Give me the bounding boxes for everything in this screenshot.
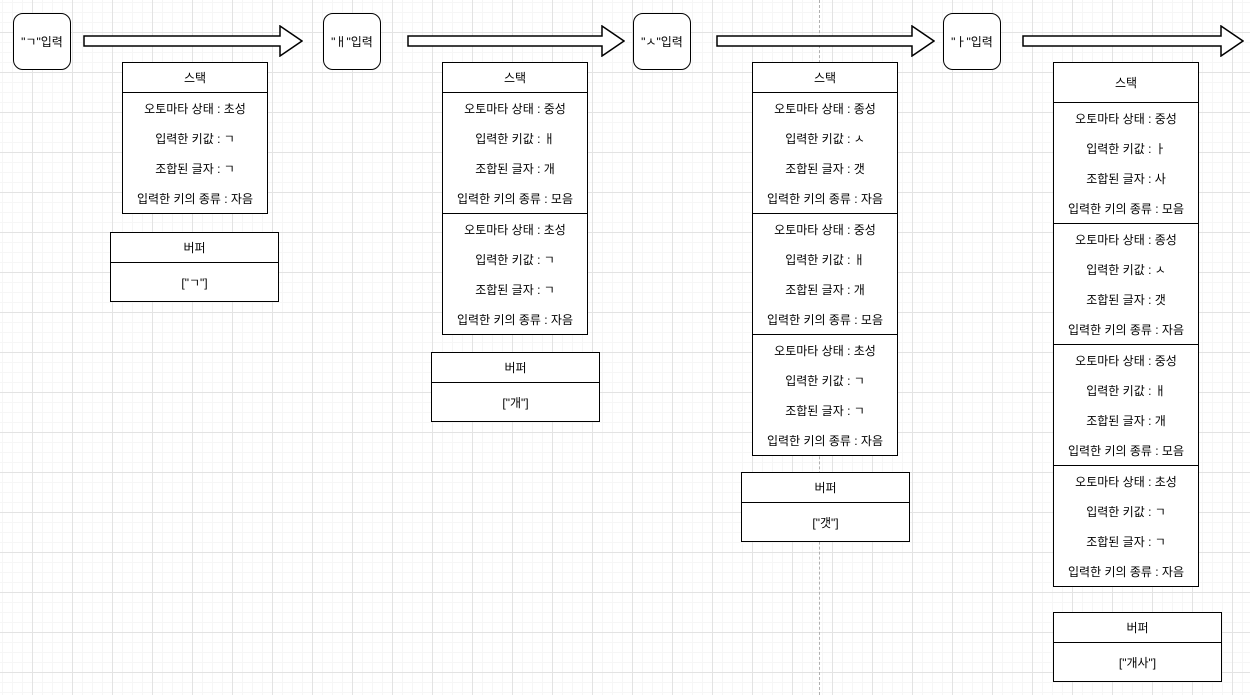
- stack-row: 입력한 키값 : ㅐ: [785, 252, 865, 267]
- stack-frame: 오토마타 상태 : 중성 입력한 키값 : ㅐ 조합된 글자 : 개 입력한 키…: [1054, 345, 1198, 466]
- buffer-title: 버퍼: [1054, 613, 1221, 643]
- stack-frame: 오토마타 상태 : 종성 입력한 키값 : ㅅ 조합된 글자 : 갯 입력한 키…: [1054, 224, 1198, 345]
- stack-row: 입력한 키값 : ㅐ: [1086, 383, 1166, 398]
- stack-row: 입력한 키값 : ㄱ: [155, 131, 235, 146]
- stack-box-3[interactable]: 스택 오토마타 상태 : 종성 입력한 키값 : ㅅ 조합된 글자 : 갯 입력…: [752, 62, 898, 456]
- flow-arrow-2[interactable]: [407, 25, 625, 57]
- stack-row: 입력한 키값 : ㄱ: [785, 373, 865, 388]
- stack-row: 입력한 키값 : ㅐ: [475, 131, 555, 146]
- stack-row: 조합된 글자 : ㄱ: [155, 161, 235, 176]
- stack-row: 입력한 키의 종류 : 자음: [766, 191, 884, 206]
- stack-row: 입력한 키의 종류 : 자음: [766, 433, 884, 448]
- stack-row: 입력한 키의 종류 : 모음: [456, 191, 574, 206]
- stack-row: 조합된 글자 : 갯: [1086, 292, 1166, 307]
- stack-row: 조합된 글자 : 갯: [785, 161, 865, 176]
- stack-frame: 오토마타 상태 : 중성 입력한 키값 : ㅐ 조합된 글자 : 개 입력한 키…: [443, 93, 587, 214]
- stack-title: 스택: [443, 63, 587, 93]
- buffer-value: ["ㄱ"]: [181, 275, 208, 290]
- flow-arrow-3[interactable]: [716, 25, 935, 57]
- stack-box-2[interactable]: 스택 오토마타 상태 : 중성 입력한 키값 : ㅐ 조합된 글자 : 개 입력…: [442, 62, 588, 335]
- stack-row: 조합된 글자 : ㄱ: [1086, 534, 1166, 549]
- stack-frame: 오토마타 상태 : 종성 입력한 키값 : ㅅ 조합된 글자 : 갯 입력한 키…: [753, 93, 897, 214]
- stack-row: 조합된 글자 : ㄱ: [785, 403, 865, 418]
- stack-row: 오토마타 상태 : 중성: [464, 101, 566, 116]
- stack-box-4[interactable]: 스택 오토마타 상태 : 중성 입력한 키값 : ㅏ 조합된 글자 : 사 입력…: [1053, 62, 1199, 587]
- stack-row: 입력한 키의 종류 : 모음: [766, 312, 884, 327]
- buffer-value: ["갯"]: [812, 515, 839, 530]
- flow-arrow-4[interactable]: [1022, 25, 1244, 57]
- stack-row: 입력한 키의 종류 : 자음: [1067, 564, 1185, 579]
- stack-frame: 오토마타 상태 : 초성 입력한 키값 : ㄱ 조합된 글자 : ㄱ 입력한 키…: [1054, 466, 1198, 586]
- stack-row: 입력한 키값 : ㅅ: [785, 131, 865, 146]
- stack-row: 오토마타 상태 : 초성: [1075, 474, 1177, 489]
- stack-row: 오토마타 상태 : 종성: [774, 101, 876, 116]
- stack-row: 오토마타 상태 : 초성: [774, 343, 876, 358]
- stack-row: 오토마타 상태 : 중성: [774, 222, 876, 237]
- stack-row: 오토마타 상태 : 중성: [1075, 111, 1177, 126]
- stack-row: 입력한 키값 : ㄱ: [1086, 504, 1166, 519]
- stack-row: 입력한 키의 종류 : 자음: [136, 191, 254, 206]
- stack-row: 입력한 키값 : ㄱ: [475, 252, 555, 267]
- stack-title: 스택: [1054, 63, 1198, 103]
- buffer-box-4[interactable]: 버퍼 ["개사"]: [1053, 612, 1222, 682]
- buffer-value: ["개"]: [502, 395, 529, 410]
- input-node-2[interactable]: "ㅐ"입력: [323, 13, 381, 70]
- stack-frame: 오토마타 상태 : 초성 입력한 키값 : ㄱ 조합된 글자 : ㄱ 입력한 키…: [443, 214, 587, 334]
- stack-row: 오토마타 상태 : 종성: [1075, 232, 1177, 247]
- stack-row: 입력한 키의 종류 : 자음: [456, 312, 574, 327]
- stack-row: 오토마타 상태 : 초성: [144, 101, 246, 116]
- input-node-2-label: "ㅐ"입력: [331, 35, 373, 49]
- buffer-title: 버퍼: [742, 473, 909, 503]
- buffer-box-2[interactable]: 버퍼 ["개"]: [431, 352, 600, 422]
- input-node-4[interactable]: "ㅏ"입력: [943, 13, 1001, 70]
- input-node-3-label: "ㅅ"입력: [641, 35, 683, 49]
- stack-row: 입력한 키의 종류 : 모음: [1067, 443, 1185, 458]
- input-node-1-label: "ㄱ"입력: [21, 35, 63, 49]
- stack-row: 조합된 글자 : 개: [785, 282, 865, 297]
- stack-row: 입력한 키의 종류 : 자음: [1067, 322, 1185, 337]
- flow-arrow-1[interactable]: [83, 25, 303, 57]
- stack-title: 스택: [123, 63, 267, 93]
- stack-row: 조합된 글자 : 사: [1086, 171, 1166, 186]
- buffer-title: 버퍼: [432, 353, 599, 383]
- stack-row: 조합된 글자 : ㄱ: [475, 282, 555, 297]
- stack-title: 스택: [753, 63, 897, 93]
- stack-row: 조합된 글자 : 개: [475, 161, 555, 176]
- stack-row: 입력한 키의 종류 : 모음: [1067, 201, 1185, 216]
- stack-box-1[interactable]: 스택 오토마타 상태 : 초성 입력한 키값 : ㄱ 조합된 글자 : ㄱ 입력…: [122, 62, 268, 214]
- buffer-value: ["개사"]: [1118, 655, 1157, 670]
- buffer-title: 버퍼: [111, 233, 278, 263]
- stack-frame: 오토마타 상태 : 중성 입력한 키값 : ㅐ 조합된 글자 : 개 입력한 키…: [753, 214, 897, 335]
- input-node-3[interactable]: "ㅅ"입력: [633, 13, 691, 70]
- input-node-1[interactable]: "ㄱ"입력: [13, 13, 71, 70]
- stack-row: 오토마타 상태 : 중성: [1075, 353, 1177, 368]
- stack-frame: 오토마타 상태 : 중성 입력한 키값 : ㅏ 조합된 글자 : 사 입력한 키…: [1054, 103, 1198, 224]
- stack-row: 조합된 글자 : 개: [1086, 413, 1166, 428]
- input-node-4-label: "ㅏ"입력: [951, 35, 993, 49]
- stack-frame: 오토마타 상태 : 초성 입력한 키값 : ㄱ 조합된 글자 : ㄱ 입력한 키…: [123, 93, 267, 213]
- stack-row: 오토마타 상태 : 초성: [464, 222, 566, 237]
- buffer-box-1[interactable]: 버퍼 ["ㄱ"]: [110, 232, 279, 302]
- stack-frame: 오토마타 상태 : 초성 입력한 키값 : ㄱ 조합된 글자 : ㄱ 입력한 키…: [753, 335, 897, 455]
- buffer-box-3[interactable]: 버퍼 ["갯"]: [741, 472, 910, 542]
- stack-row: 입력한 키값 : ㅅ: [1086, 262, 1166, 277]
- stack-row: 입력한 키값 : ㅏ: [1086, 141, 1166, 156]
